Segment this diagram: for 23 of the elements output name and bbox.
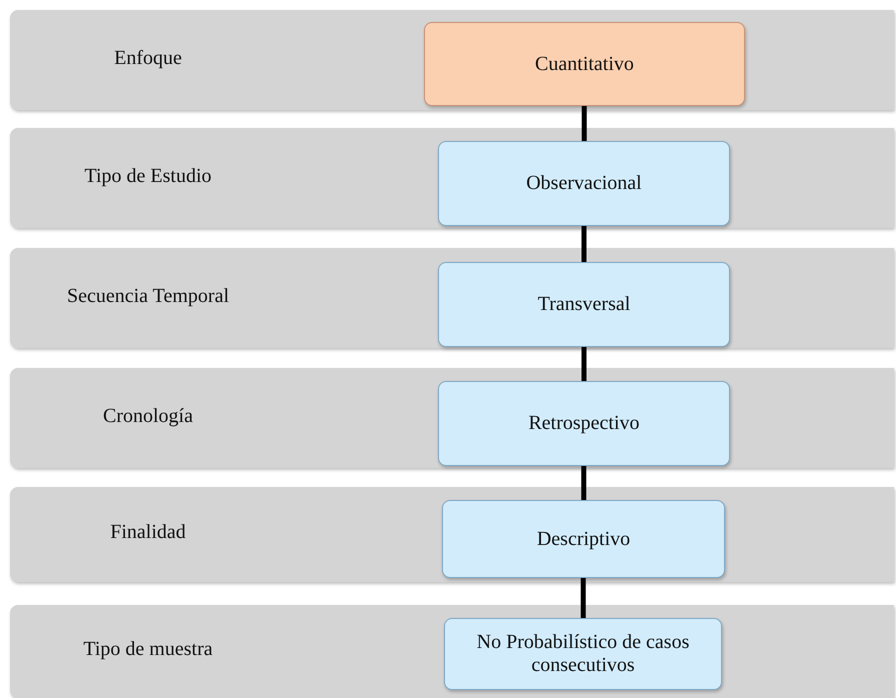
category-label: Cronología <box>102 404 194 428</box>
category-band <box>10 128 894 228</box>
process-box: Retrospectivo <box>438 381 730 466</box>
category-label: Tipo de Estudio <box>83 164 213 188</box>
process-box: Cuantitativo <box>424 22 745 106</box>
category-label: Tipo de muestra <box>82 637 214 662</box>
category-label: Enfoque <box>113 46 183 70</box>
category-band <box>10 368 894 468</box>
category-label: Finalidad <box>109 520 187 545</box>
category-band <box>10 10 894 110</box>
category-label: Secuencia Temporal <box>66 284 230 308</box>
category-band <box>10 248 894 348</box>
connector-line <box>581 466 586 500</box>
process-box: Transversal <box>438 262 730 347</box>
process-box: No Probabilístico de casos consecutivos <box>444 618 722 690</box>
connector-line <box>582 106 587 141</box>
connector-line <box>582 226 586 262</box>
process-box: Observacional <box>438 141 730 226</box>
category-band <box>10 487 894 582</box>
process-box: Descriptivo <box>442 500 725 578</box>
category-band <box>10 605 894 698</box>
connector-line <box>582 347 586 381</box>
connector-line <box>580 578 586 618</box>
